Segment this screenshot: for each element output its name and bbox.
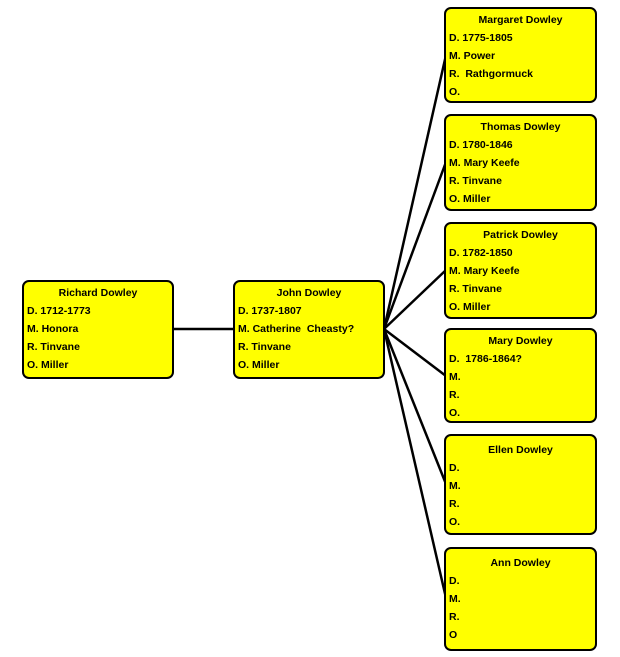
- person-residence: R.: [449, 611, 460, 623]
- person-dates: D. 1712-1773: [27, 305, 91, 317]
- person-name: Ann Dowley: [490, 557, 551, 569]
- person-name: Patrick Dowley: [483, 229, 558, 241]
- person-box-ellen-dowley: Ellen Dowley D. M. R. O.: [444, 434, 597, 535]
- person-box-mary-dowley: Mary Dowley D. 1786-1864? M. R. O.: [444, 328, 597, 423]
- person-dates: D. 1775-1805: [449, 32, 513, 44]
- person-box-ann-dowley: Ann Dowley D. M. R. O: [444, 547, 597, 651]
- person-dates: D. 1780-1846: [449, 139, 513, 151]
- person-box-thomas-dowley: Thomas Dowley D. 1780-1846 M. Mary Keefe…: [444, 114, 597, 211]
- person-dates: D.: [449, 575, 460, 587]
- person-name: Margaret Dowley: [478, 14, 563, 26]
- person-name: John Dowley: [276, 287, 342, 299]
- person-married: M. Honora: [27, 323, 79, 335]
- person-married: M. Mary Keefe: [449, 157, 520, 169]
- person-married: M.: [449, 371, 461, 383]
- person-residence: R.: [449, 498, 460, 510]
- person-name: Richard Dowley: [58, 287, 138, 299]
- person-occupation: O.: [449, 86, 461, 98]
- person-occupation: O.: [449, 407, 461, 419]
- person-name: Ellen Dowley: [488, 444, 553, 456]
- person-occupation: O. Miller: [238, 359, 280, 371]
- person-married: M. Power: [449, 50, 496, 62]
- line-john-patrick: [383, 269, 447, 330]
- person-name: Thomas Dowley: [480, 121, 561, 133]
- person-box-richard-dowley: Richard Dowley D. 1712-1773 M. Honora R.…: [22, 280, 174, 379]
- person-residence: R. Tinvane: [449, 175, 502, 187]
- person-residence: R.: [449, 389, 460, 401]
- person-married: M. Catherine Cheasty?: [238, 323, 355, 335]
- person-box-patrick-dowley: Patrick Dowley D. 1782-1850 M. Mary Keef…: [444, 222, 597, 319]
- person-married: M.: [449, 593, 461, 605]
- person-occupation: O. Miller: [27, 359, 69, 371]
- person-residence: R. Rathgormuck: [449, 68, 534, 80]
- line-john-ann: [382, 328, 448, 599]
- person-box-john-dowley: John Dowley D. 1737-1807 M. Catherine Ch…: [233, 280, 385, 379]
- line-john-thomas: [382, 161, 448, 330]
- line-john-ellen: [382, 328, 448, 485]
- person-dates: D. 1786-1864?: [449, 353, 522, 365]
- line-john-mary: [383, 328, 447, 377]
- person-dates: D. 1737-1807: [238, 305, 302, 317]
- person-married: M.: [449, 480, 461, 492]
- person-married: M. Mary Keefe: [449, 265, 520, 277]
- person-box-margaret-dowley: Margaret Dowley D. 1775-1805 M. Power R.…: [444, 7, 597, 103]
- person-occupation: O: [449, 629, 458, 641]
- person-dates: D. 1782-1850: [449, 247, 513, 259]
- person-occupation: O. Miller: [449, 193, 491, 205]
- person-residence: R. Tinvane: [238, 341, 291, 353]
- line-john-margaret: [382, 54, 448, 330]
- person-residence: R. Tinvane: [27, 341, 80, 353]
- person-dates: D.: [449, 462, 460, 474]
- person-occupation: O.: [449, 516, 461, 528]
- person-occupation: O. Miller: [449, 301, 491, 313]
- person-residence: R. Tinvane: [449, 283, 502, 295]
- person-name: Mary Dowley: [488, 335, 553, 347]
